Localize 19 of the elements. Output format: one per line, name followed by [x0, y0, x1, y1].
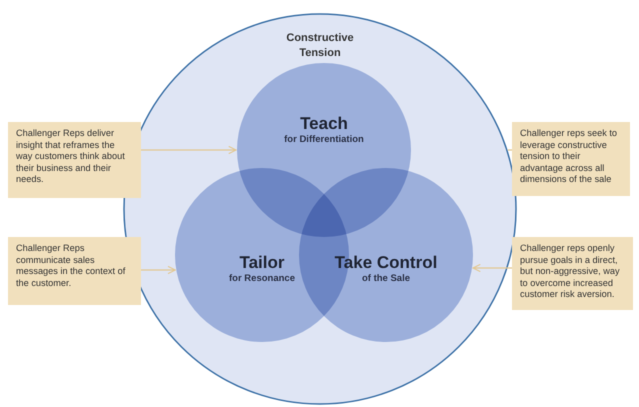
- arrow: [141, 266, 176, 274]
- connector-line: [508, 149, 512, 151]
- callout-text: Challenger reps seek to leverage constructive tension to their advantage across all dimensions of the sale: [520, 128, 618, 184]
- callout-text: Challenger reps openly pursue goals in a direct, but non-aggressive, way to overcome increased customer risk aversion.: [520, 243, 620, 299]
- callout-box: [512, 237, 633, 310]
- callout-text: Challenger Reps communicate sales messages in the context of the customer.: [16, 243, 126, 288]
- callout-box: [512, 122, 630, 196]
- circle-subtitle: for Differentiation: [283, 134, 365, 145]
- circle-subtitle: for Resonance: [228, 273, 296, 284]
- arrow: [141, 146, 237, 154]
- callout-text: Challenger Reps deliver insight that reframes the way customers think about their business and their needs.: [16, 128, 125, 184]
- circle-title: Take Control: [334, 253, 438, 273]
- circle-title: Teach: [299, 114, 349, 134]
- callout-box: [8, 237, 141, 305]
- callout-box: [8, 122, 141, 198]
- circle-subtitle: of the Sale: [360, 273, 412, 284]
- region-label: Constructive Tension: [285, 31, 355, 61]
- circle-title: Tailor: [238, 253, 286, 273]
- arrow: [472, 264, 512, 272]
